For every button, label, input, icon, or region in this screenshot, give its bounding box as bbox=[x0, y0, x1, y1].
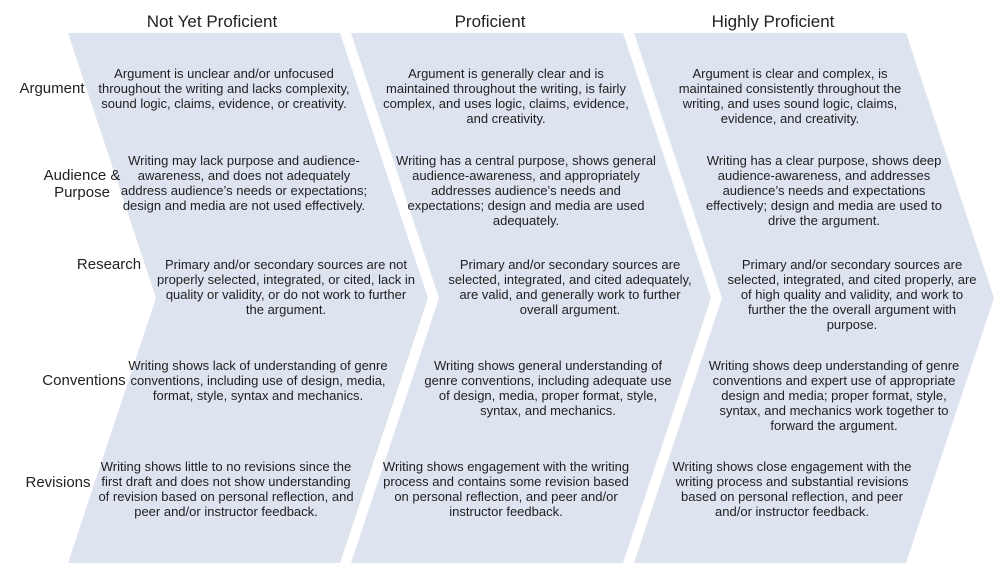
chevron-highly-proficient bbox=[634, 33, 994, 563]
chevron-proficient bbox=[351, 33, 711, 563]
row-label-conventions: Conventions bbox=[42, 372, 126, 389]
cell-argument-proficient: Argument is generally clear and is maint… bbox=[383, 66, 629, 126]
cell-audience-highly-proficient: Writing has a clear purpose, shows deep … bbox=[705, 153, 943, 228]
cell-conventions-not-yet-proficient: Writing shows lack of understanding of g… bbox=[128, 358, 388, 403]
row-label-audience-purpose: Audience & Purpose bbox=[43, 167, 121, 201]
chevron-not-yet-proficient bbox=[68, 33, 428, 563]
row-label-argument: Argument bbox=[19, 80, 85, 97]
cell-research-not-yet-proficient: Primary and/or secondary sources are not… bbox=[157, 257, 415, 317]
cell-research-proficient: Primary and/or secondary sources are sel… bbox=[448, 257, 692, 317]
column-header-proficient: Proficient bbox=[454, 12, 526, 31]
cell-conventions-proficient: Writing shows general understanding of g… bbox=[424, 358, 672, 418]
cell-research-highly-proficient: Primary and/or secondary sources are sel… bbox=[727, 257, 977, 332]
row-label-revisions: Revisions bbox=[25, 474, 91, 491]
cell-revisions-not-yet-proficient: Writing shows little to no revisions sin… bbox=[98, 459, 354, 519]
column-header-highly-proficient: Highly Proficient bbox=[711, 12, 835, 31]
cell-revisions-proficient: Writing shows engagement with the writin… bbox=[382, 459, 630, 519]
cell-audience-not-yet-proficient: Writing may lack purpose and audience-aw… bbox=[120, 153, 368, 213]
cell-conventions-highly-proficient: Writing shows deep understanding of genr… bbox=[708, 358, 960, 433]
cell-argument-highly-proficient: Argument is clear and complex, is mainta… bbox=[678, 66, 902, 126]
cell-argument-not-yet-proficient: Argument is unclear and/or unfocused thr… bbox=[98, 66, 350, 111]
cell-revisions-highly-proficient: Writing shows close engagement with the … bbox=[672, 459, 912, 519]
cell-audience-proficient: Writing has a central purpose, shows gen… bbox=[396, 153, 656, 228]
row-label-research: Research bbox=[76, 256, 142, 273]
column-header-not-yet-proficient: Not Yet Proficient bbox=[146, 12, 278, 31]
